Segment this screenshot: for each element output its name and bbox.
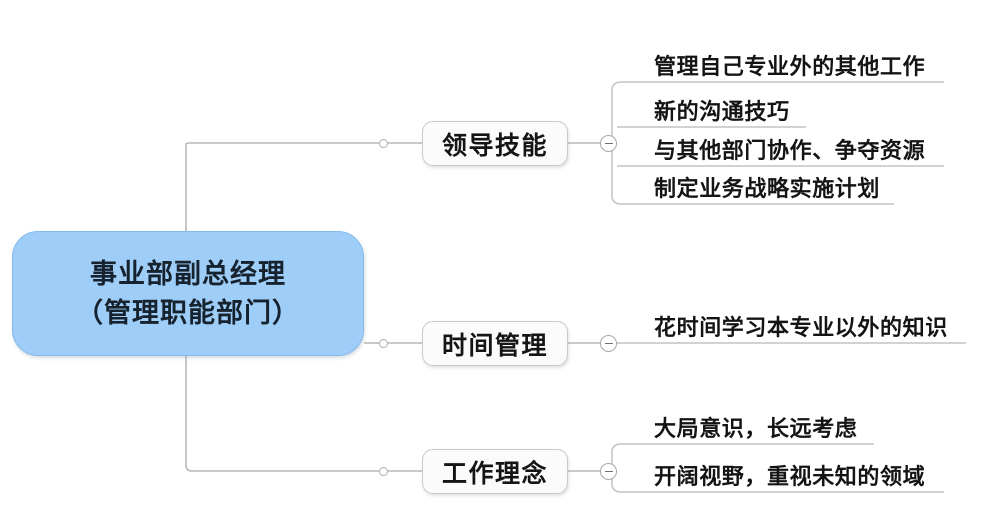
leaf-item[interactable]: 新的沟通技巧 <box>654 99 790 124</box>
trunk-to-branch-1 <box>185 142 379 150</box>
trunk-to-branch-3 <box>185 150 379 472</box>
branch-3-spine <box>611 443 652 493</box>
leaf-item[interactable]: 开阔视野，重视未知的领域 <box>654 464 926 489</box>
branch-label: 工作理念 <box>441 459 548 488</box>
branch-1-connector-dot[interactable] <box>379 139 388 148</box>
branch-node-work-philosophy[interactable]: 工作理念 <box>422 449 568 494</box>
collapse-toggle-minus-icon-branch-2[interactable] <box>600 335 617 352</box>
leaf-item[interactable]: 与其他部门协作、争夺资源 <box>654 138 926 163</box>
branch-1-spine <box>611 81 652 205</box>
root-node[interactable]: 事业部副总经理 （管理职能部门） <box>12 231 364 356</box>
branch-3-connector-dot[interactable] <box>379 467 388 476</box>
branch-2-connector-dot[interactable] <box>379 339 388 348</box>
leaf-item[interactable]: 花时间学习本专业以外的知识 <box>654 315 948 340</box>
leaf-item[interactable]: 制定业务战略实施计划 <box>654 176 881 201</box>
branch-node-time-management[interactable]: 时间管理 <box>422 321 568 366</box>
collapse-toggle-minus-icon-branch-1[interactable] <box>600 135 617 152</box>
branch-label: 领导技能 <box>441 131 548 160</box>
leaf-item[interactable]: 管理自己专业外的其他工作 <box>654 54 926 79</box>
root-title-line-1: 事业部副总经理 <box>90 259 286 290</box>
collapse-toggle-minus-icon-branch-3[interactable] <box>600 463 617 480</box>
branch-node-leadership[interactable]: 领导技能 <box>422 121 568 166</box>
leaf-item[interactable]: 大局意识，长远考虑 <box>654 416 858 441</box>
branch-label: 时间管理 <box>441 331 548 360</box>
root-title-line-2: （管理职能部门） <box>76 297 300 328</box>
